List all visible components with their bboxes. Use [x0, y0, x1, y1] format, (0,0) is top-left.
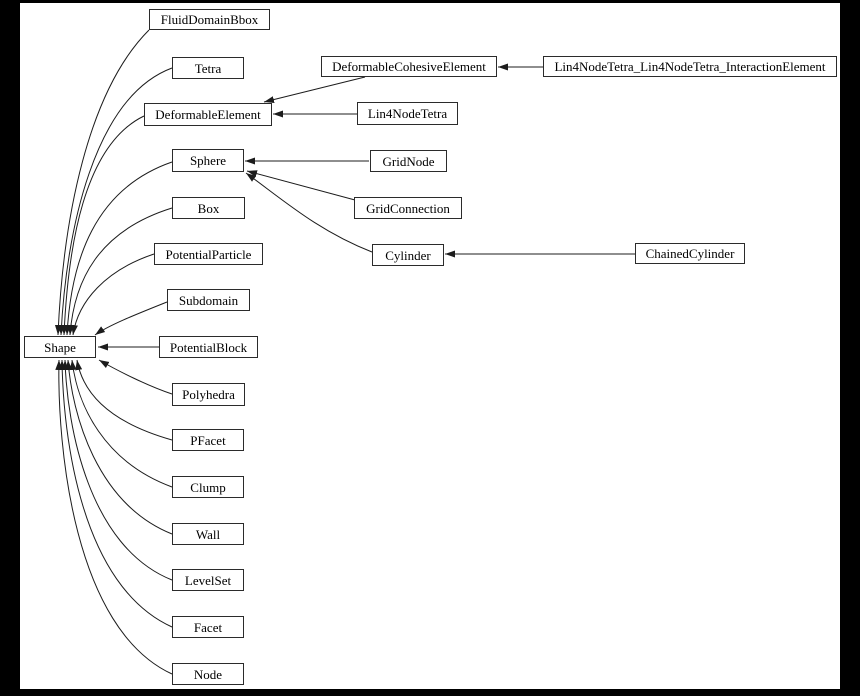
class-box-chainedcylinder[interactable]: ChainedCylinder	[635, 243, 745, 264]
edge-cylinder-to-sphere	[245, 172, 373, 253]
class-box-wall[interactable]: Wall	[172, 523, 244, 545]
edge-deformableelement-to-shape	[60, 115, 145, 336]
class-box-polyhedra[interactable]: Polyhedra	[172, 383, 245, 406]
class-box-pfacet[interactable]: PFacet	[172, 429, 244, 451]
class-box-lin4nodetetra[interactable]: Lin4NodeTetra	[357, 102, 458, 125]
diagram-canvas: Shape FluidDomainBbox Tetra DeformableEl…	[20, 3, 840, 689]
edge-deformablecohesiveelement-to-deformableelement	[263, 76, 366, 103]
class-box-tetra[interactable]: Tetra	[172, 57, 244, 79]
edge-node-to-shape	[55, 359, 173, 675]
edge-gridconnection-to-sphere	[246, 170, 356, 201]
edge-levelset-to-shape	[61, 359, 173, 581]
edge-fluiddomainbbox-to-shape	[54, 29, 150, 336]
edge-clump-to-shape	[69, 359, 173, 488]
edge-facet-to-shape	[58, 359, 173, 628]
edge-tetra-to-shape	[57, 67, 173, 336]
class-box-clump[interactable]: Clump	[172, 476, 244, 498]
edge-subdomain-to-shape	[94, 301, 168, 336]
class-box-deformablecohesiveelement[interactable]: DeformableCohesiveElement	[321, 56, 497, 77]
class-box-deformableelement[interactable]: DeformableElement	[144, 103, 272, 126]
class-box-subdomain[interactable]: Subdomain	[167, 289, 250, 311]
class-box-gridnode[interactable]: GridNode	[370, 150, 447, 172]
inheritance-graph-edges	[54, 29, 635, 675]
class-box-levelset[interactable]: LevelSet	[172, 569, 244, 591]
edge-wall-to-shape	[65, 359, 173, 535]
edge-pfacet-to-shape	[75, 359, 173, 441]
class-box-lin4nodetetra-lin4nodetetra-interactionelement[interactable]: Lin4NodeTetra_Lin4NodeTetra_InteractionE…	[543, 56, 837, 77]
class-box-facet[interactable]: Facet	[172, 616, 244, 638]
class-box-box[interactable]: Box	[172, 197, 245, 219]
class-box-potentialparticle[interactable]: PotentialParticle	[154, 243, 263, 265]
class-box-fluiddomainbbox[interactable]: FluidDomainBbox	[149, 9, 270, 30]
class-box-node[interactable]: Node	[172, 663, 244, 685]
edge-sphere-to-shape	[64, 161, 173, 336]
class-box-sphere[interactable]: Sphere	[172, 149, 244, 172]
class-box-shape[interactable]: Shape	[24, 336, 96, 358]
edge-box-to-shape	[67, 207, 173, 336]
class-box-gridconnection[interactable]: GridConnection	[354, 197, 462, 219]
edge-potentialparticle-to-shape	[70, 253, 155, 336]
class-box-cylinder[interactable]: Cylinder	[372, 244, 444, 266]
class-box-potentialblock[interactable]: PotentialBlock	[159, 336, 258, 358]
edge-polyhedra-to-shape	[98, 359, 173, 395]
